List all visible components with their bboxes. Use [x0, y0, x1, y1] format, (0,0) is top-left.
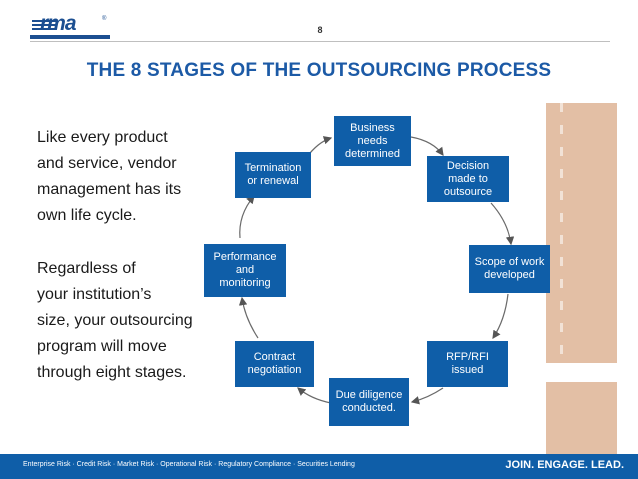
rma-logo: rma ® — [30, 12, 110, 39]
stage-performance-monitoring: Performance and monitoring — [204, 244, 286, 297]
arrow-contract-to-performance — [238, 296, 259, 339]
body-line: management has its — [37, 181, 182, 198]
slide-title: THE 8 STAGES OF THE OUTSOURCING PROCESS — [86, 60, 552, 81]
body-line: and service, vendor — [37, 155, 177, 172]
body-paragraph-2: Regardless of your institution’s size, y… — [37, 256, 257, 386]
logo-tagline-bar — [30, 35, 110, 39]
arrow-performance-to-termination — [239, 195, 255, 239]
arrow-rfp-to-due-diligence — [410, 387, 444, 405]
body-line: through eight stages. — [37, 364, 187, 381]
arrow-scope-to-rfp — [492, 293, 509, 339]
stage-scope-of-work: Scope of work developed — [469, 245, 550, 293]
arrow-business-to-decision — [410, 136, 444, 156]
logo-stripe — [32, 20, 56, 22]
body-line: Regardless of — [37, 260, 136, 277]
footer-risk-areas: Enterprise Risk · Credit Risk · Market R… — [23, 461, 355, 468]
arrow-decision-to-scope — [490, 202, 515, 246]
stage-rfp-rfi: RFP/RFI issued — [427, 341, 508, 387]
exclamation-bar-decoration — [546, 103, 617, 363]
page-number: 8 — [317, 25, 323, 35]
footer-slogan: JOIN. ENGAGE. LEAD. — [505, 459, 624, 471]
logo-stripe — [32, 28, 56, 30]
header-divider — [30, 41, 610, 42]
footer-bar: Enterprise Risk · Credit Risk · Market R… — [0, 454, 638, 479]
exclamation-dot-decoration — [546, 382, 617, 456]
logo-text: rma — [40, 12, 77, 35]
stage-contract-negotiation: Contract negotiation — [235, 341, 314, 387]
arrow-due-diligence-to-contract — [297, 387, 332, 404]
body-line: program will move — [37, 338, 167, 355]
body-line: your institution’s — [37, 286, 152, 303]
stage-due-diligence: Due diligence conducted. — [329, 378, 409, 426]
stage-termination-renewal: Termination or renewal — [235, 152, 311, 198]
stage-business-needs: Business needs determined — [334, 116, 411, 166]
stage-decision-to-outsource: Decision made to outsource — [427, 156, 509, 202]
body-line: own life cycle. — [37, 207, 137, 224]
registered-mark: ® — [102, 16, 107, 22]
body-line: size, your outsourcing — [37, 312, 193, 329]
body-paragraph-1: Like every product and service, vendor m… — [37, 125, 237, 229]
body-line: Like every product — [37, 129, 168, 146]
logo-stripe — [32, 24, 56, 26]
